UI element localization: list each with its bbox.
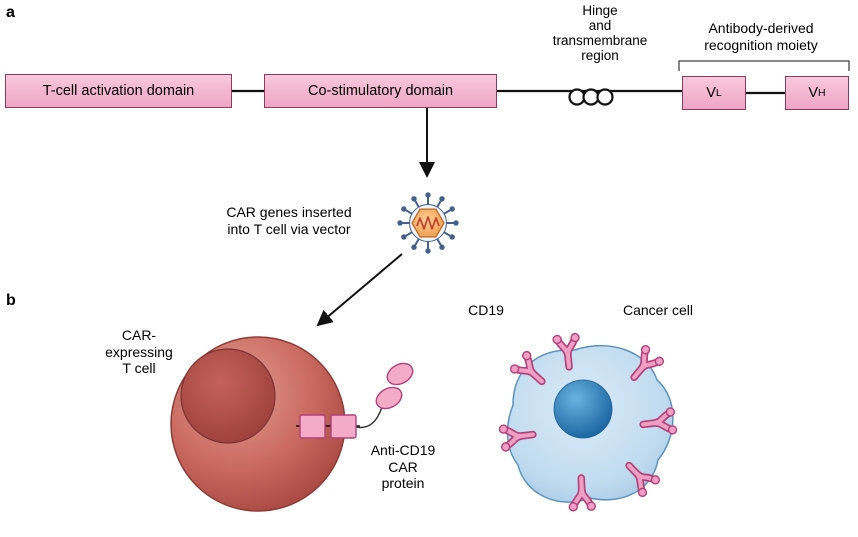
cd19-label: CD19 — [468, 302, 504, 318]
costimulatory-domain-box: Co-stimulatory domain — [264, 74, 497, 108]
cancer-cell-label: Cancer cell — [622, 302, 694, 318]
tcell-activation-domain-box: T-cell activation domain — [5, 74, 232, 108]
panel-a-label: a — [6, 4, 15, 21]
t-cell-nucleus — [180, 348, 276, 444]
anti-cd19-car-protein — [296, 362, 414, 439]
recognition-moiety-bracket — [678, 60, 850, 71]
car-t-cell-label: CAR- expressing T cell — [105, 327, 173, 376]
viral-vector-icon — [397, 192, 459, 254]
vl-subscript: L — [715, 87, 722, 99]
cancer-cell — [499, 333, 677, 511]
vh-subscript: H — [818, 87, 826, 99]
transmembrane-coil-icon — [568, 88, 614, 106]
vl-label: V — [706, 85, 716, 101]
panel-b-label: b — [6, 292, 16, 309]
car-protein-label: Anti-CD19 CAR protein — [370, 442, 436, 491]
vh-label: V — [808, 85, 819, 101]
hinge-transmembrane-label: Hinge and transmembrane region — [552, 3, 648, 63]
vector-to-tcell-arrow — [316, 253, 403, 327]
antibody-recognition-label: Antibody-derived recognition moiety — [704, 20, 818, 53]
vector-caption: CAR genes inserted into T cell via vecto… — [226, 204, 352, 237]
cancer-cell-nucleus — [553, 379, 613, 439]
